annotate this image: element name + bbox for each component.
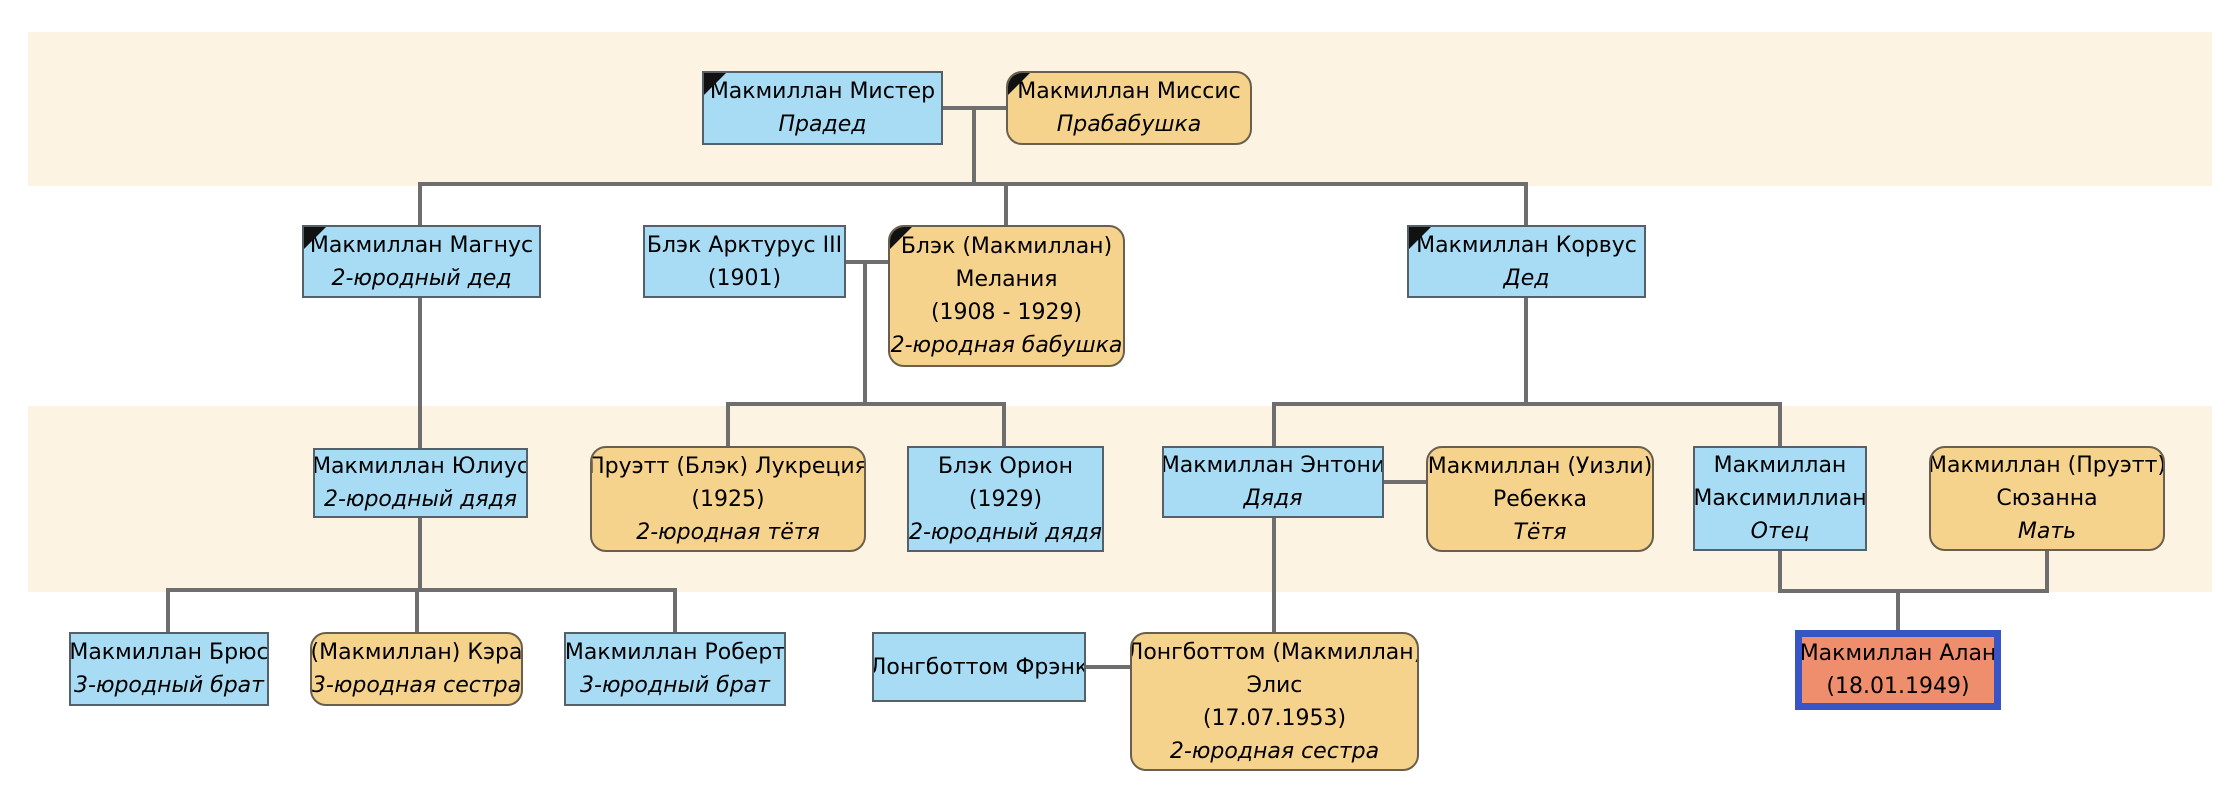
person-mister[interactable]: Макмиллан Мистер Прадед [702, 71, 943, 145]
person-lucretia[interactable]: Пруэтт (Блэк) Лукреция (1925) 2-юродная … [590, 446, 866, 552]
person-bruce[interactable]: Макмиллан Брюс 3-юродный брат [69, 632, 269, 706]
person-dates: (1908 - 1929) [930, 300, 1083, 325]
person-relation: 2-юродный дед [331, 265, 512, 291]
person-julius[interactable]: Макмиллан Юлиус 2-юродный дядя [313, 448, 528, 518]
person-relation: Прадед [778, 112, 867, 137]
person-name: Макмиллан Миссис [1017, 79, 1241, 104]
person-name: Макмиллан Роберт [564, 640, 786, 665]
person-relation: Дед [1503, 265, 1550, 291]
person-name-2: Мелания [955, 267, 1058, 292]
person-relation: 2-юродный дядя [323, 487, 518, 512]
person-relation: 3-юродный брат [580, 673, 770, 698]
person-dates: (1901) [707, 265, 782, 291]
person-name: Макмиллан Мистер [709, 79, 936, 104]
person-name-2: Сюзанна [1996, 486, 2098, 511]
person-name: Макмиллан Брюс [69, 640, 269, 665]
connector-great-grandparents [418, 106, 1528, 227]
person-dates: (17.07.1953) [1202, 705, 1347, 731]
person-melania[interactable]: Блэк (Макмиллан) Мелания (1908 - 1929) 2… [888, 225, 1125, 367]
person-arcturus[interactable]: Блэк Арктурус III (1901) [643, 225, 846, 298]
person-dates: (1925) [691, 486, 765, 512]
connector-corvus-children [1272, 296, 1782, 448]
person-name: Лонгботтом Фрэнк [872, 654, 1086, 680]
person-relation: Дядя [1243, 486, 1303, 511]
connector-julius-children [166, 516, 677, 634]
connector-arcturus-melania [726, 260, 1006, 448]
person-name: Макмиллан (Уизли) [1427, 453, 1653, 479]
person-robert[interactable]: Макмиллан Роберт 3-юродный брат [564, 632, 786, 706]
person-susanna[interactable]: Макмиллан (Пруэтт) Сюзанна Мать [1929, 446, 2165, 551]
person-orion[interactable]: Блэк Орион (1929) 2-юродный дядя [907, 446, 1104, 552]
person-name: Макмиллан [1713, 453, 1847, 478]
person-name: Блэк Арктурус III [646, 232, 843, 258]
person-alice[interactable]: Лонгботтом (Макмиллан) Элис (17.07.1953)… [1130, 632, 1419, 771]
person-name-2: Ребекка [1493, 486, 1587, 512]
person-relation: Отец [1750, 519, 1810, 544]
person-name: Блэк (Макмиллан) [900, 234, 1113, 259]
person-name: Макмиллан Энтони [1162, 453, 1384, 478]
person-anthony[interactable]: Макмиллан Энтони Дядя [1162, 446, 1384, 518]
person-relation: 2-юродная сестра [1169, 738, 1380, 764]
person-relation: 2-юродный дядя [908, 519, 1103, 545]
person-relation: Мать [2017, 519, 2077, 544]
person-relation: 3-юродная сестра [311, 673, 522, 698]
person-name-2: Максимиллиан [1693, 486, 1867, 511]
connector-parents-alan [1778, 549, 2049, 632]
person-relation: Прабабушка [1056, 112, 1202, 137]
person-frank[interactable]: Лонгботтом Фрэнк [872, 632, 1086, 702]
person-relation: Тётя [1513, 519, 1567, 545]
person-name-2: Элис [1246, 672, 1303, 698]
person-kara[interactable]: (Макмиллан) Кэра 3-юродная сестра [310, 632, 523, 706]
person-name: Макмиллан Алан [1799, 641, 1997, 666]
person-name: Макмиллан Корвус [1416, 232, 1637, 258]
person-rebecca[interactable]: Макмиллан (Уизли) Ребекка Тётя [1426, 446, 1654, 552]
person-relation: 2-юродная бабушка [890, 333, 1123, 358]
person-name: (Макмиллан) Кэра [310, 640, 523, 665]
person-relation: 3-юродный брат [74, 673, 264, 698]
person-maximilian[interactable]: Макмиллан Максимиллиан Отец [1693, 446, 1867, 551]
person-name: Пруэтт (Блэк) Лукреция [590, 453, 866, 479]
person-corvus[interactable]: Макмиллан Корвус Дед [1407, 225, 1646, 298]
person-name: Макмиллан Юлиус [313, 454, 528, 479]
person-name: Макмиллан Магнус [309, 232, 534, 258]
person-relation: 2-юродная тётя [636, 519, 820, 545]
person-missis[interactable]: Макмиллан Миссис Прабабушка [1006, 71, 1252, 145]
person-name: Лонгботтом (Макмиллан) [1130, 639, 1419, 665]
person-name: Макмиллан (Пруэтт) [1929, 453, 2165, 478]
person-alan-self[interactable]: Макмиллан Алан (18.01.1949) [1795, 630, 2001, 710]
person-dates: (1929) [968, 486, 1043, 512]
person-magnus[interactable]: Макмиллан Магнус 2-юродный дед [302, 225, 541, 298]
person-dates: (18.01.1949) [1826, 674, 1970, 699]
person-name: Блэк Орион [938, 453, 1073, 479]
